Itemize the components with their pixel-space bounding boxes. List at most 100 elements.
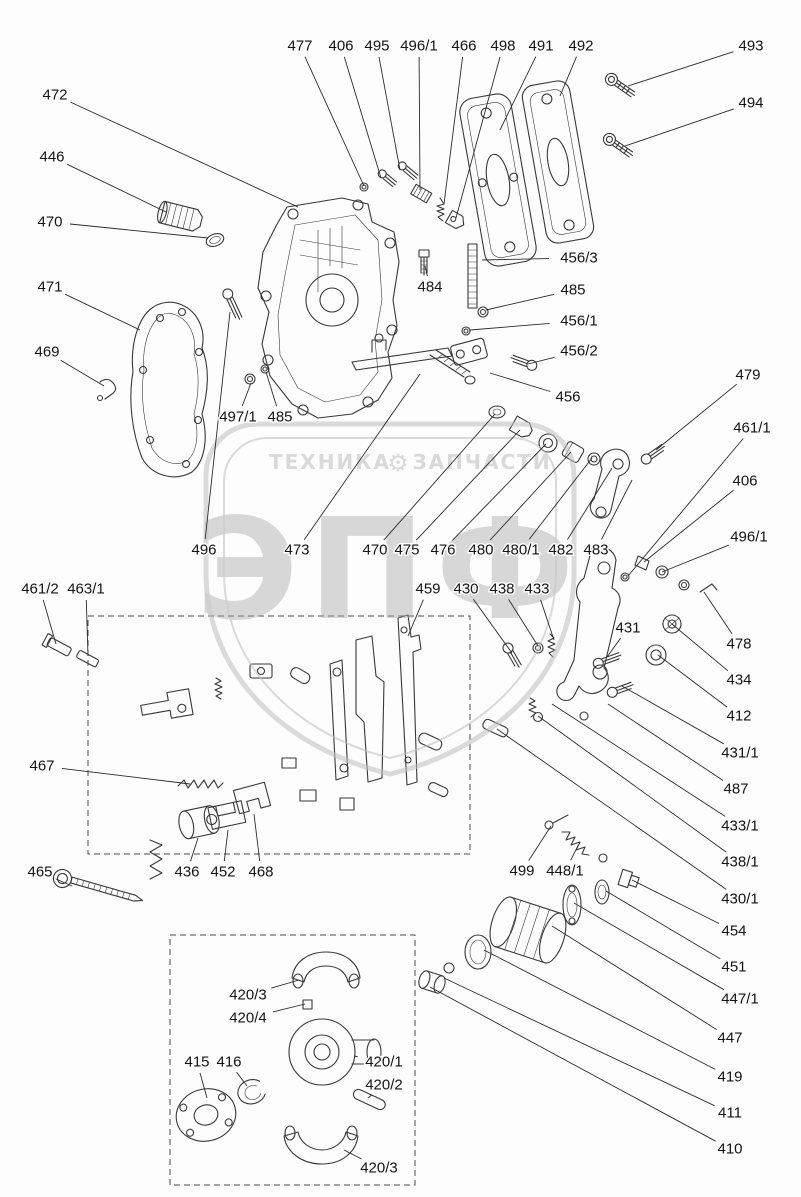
- leader-line-451: [605, 890, 721, 960]
- leader-line-406: [343, 56, 382, 179]
- leader-line-499: [528, 825, 552, 861]
- leader-line-470: [383, 413, 496, 541]
- watermark: ТЕХНИКА ⚙ ЗАПЧАСТИ ЭПФ: [196, 421, 585, 777]
- watermark-big-text: ЭПФ: [196, 489, 585, 652]
- top-fasteners-drawing: [359, 161, 465, 230]
- part-label-434: 434: [726, 672, 751, 689]
- watermark-shield-inner: [223, 437, 557, 760]
- leader-line-459: [407, 599, 424, 637]
- leader-line-484: [424, 265, 428, 277]
- part-label-496-1: 496/1: [400, 38, 438, 55]
- part-label-475: 475: [394, 542, 419, 559]
- part-label-410: 410: [717, 1141, 742, 1158]
- part-label-406: 406: [732, 473, 757, 490]
- part-label-451: 451: [721, 959, 746, 976]
- watermark-text-left: ТЕХНИКА: [269, 450, 391, 474]
- leader-line-412: [657, 654, 728, 708]
- cylinder-train-drawing: [418, 868, 640, 994]
- part-label-456: 456: [555, 389, 580, 406]
- leader-line-461-1: [627, 438, 744, 577]
- leader-line-420-2: [367, 1094, 372, 1099]
- leader-line-454: [631, 879, 720, 924]
- leader-line-431-1: [621, 685, 724, 745]
- part-label-447: 447: [717, 1030, 742, 1047]
- part-label-438-1: 438/1: [721, 854, 759, 871]
- leader-line-446: [67, 163, 167, 213]
- link-fasteners-drawing: [482, 633, 556, 738]
- leader-line-419: [483, 949, 716, 1070]
- part-label-456-1: 456/1: [560, 313, 598, 330]
- leader-line-447-1: [573, 902, 725, 991]
- leader-line-436: [190, 837, 199, 862]
- part-label-459: 459: [415, 581, 440, 598]
- detail-box-coupling: [169, 934, 416, 1186]
- part-label-465: 465: [27, 864, 52, 881]
- leader-line-430: [473, 599, 513, 654]
- part-label-446: 446: [39, 149, 64, 166]
- leader-line-469: [60, 359, 105, 387]
- leader-line-485: [485, 293, 555, 311]
- leader-line-472: [70, 101, 299, 208]
- leader-line-497-1: [241, 382, 252, 407]
- leader-line-483: [601, 479, 633, 540]
- part-label-487: 487: [723, 781, 748, 798]
- leader-line-466: [443, 56, 464, 205]
- leader-line-420-4: [272, 1003, 306, 1013]
- leader-line-467: [61, 767, 191, 785]
- part-label-456-3: 456/3: [560, 250, 598, 267]
- leader-line-495: [378, 56, 401, 171]
- leader-line-485: [265, 371, 278, 407]
- leader-line-430-1: [496, 728, 727, 890]
- leader-line-461-2: [42, 599, 57, 645]
- leader-line-471: [65, 293, 141, 331]
- part-label-420-3: 420/3: [229, 987, 267, 1004]
- leader-line-478: [703, 591, 733, 634]
- part-label-494: 494: [738, 95, 763, 112]
- leader-line-480-1: [528, 457, 593, 540]
- leader-line-477: [304, 56, 365, 187]
- stud-456-cluster-drawing: [418, 243, 538, 371]
- leader-line-496-1: [418, 56, 421, 191]
- part-label-448-1: 448/1: [546, 863, 584, 880]
- part-label-498: 498: [490, 38, 515, 55]
- housing-base-fasteners-drawing: [222, 288, 270, 385]
- leader-line-456-3: [481, 258, 550, 261]
- part-label-416: 416: [216, 1054, 241, 1071]
- leader-line-415: [199, 1072, 208, 1099]
- watermark-text-right: ЗАПЧАСТИ: [412, 450, 551, 474]
- part-label-495: 495: [364, 38, 389, 55]
- leader-line-420-3: [271, 979, 300, 989]
- leader-line-452: [223, 829, 229, 862]
- leader-line-476: [452, 443, 547, 541]
- leader-line-473: [303, 373, 421, 540]
- part-label-452: 452: [210, 864, 235, 881]
- leader-line-494: [624, 108, 734, 147]
- governor-levers-drawing: [41, 614, 449, 902]
- leader-line-433: [540, 599, 555, 641]
- part-label-463-1: 463/1: [67, 581, 105, 598]
- part-label-484: 484: [417, 279, 442, 296]
- leader-line-438-1: [537, 715, 727, 853]
- leader-line-456-2: [527, 356, 555, 365]
- part-label-499: 499: [509, 863, 534, 880]
- part-label-412: 412: [726, 708, 751, 725]
- o-ring-470-drawing: [205, 233, 225, 247]
- governor-housing-drawing: [257, 197, 400, 419]
- leader-line-456-1: [469, 322, 550, 331]
- part-label-436: 436: [174, 864, 199, 881]
- part-label-478: 478: [726, 636, 751, 653]
- part-label-406: 406: [328, 38, 353, 55]
- detail-box-governor: [87, 615, 471, 855]
- part-label-420-2: 420/2: [365, 1077, 403, 1094]
- leader-line-456: [489, 372, 551, 392]
- leader-line-487: [607, 703, 724, 781]
- leader-line-463-1: [85, 599, 89, 657]
- part-label-431-1: 431/1: [721, 745, 759, 762]
- leader-line-411: [443, 977, 715, 1107]
- part-label-497-1: 497/1: [219, 409, 257, 426]
- leader-line-431: [606, 637, 621, 658]
- part-label-496-1: 496/1: [730, 529, 768, 546]
- leader-line-496: [204, 311, 231, 540]
